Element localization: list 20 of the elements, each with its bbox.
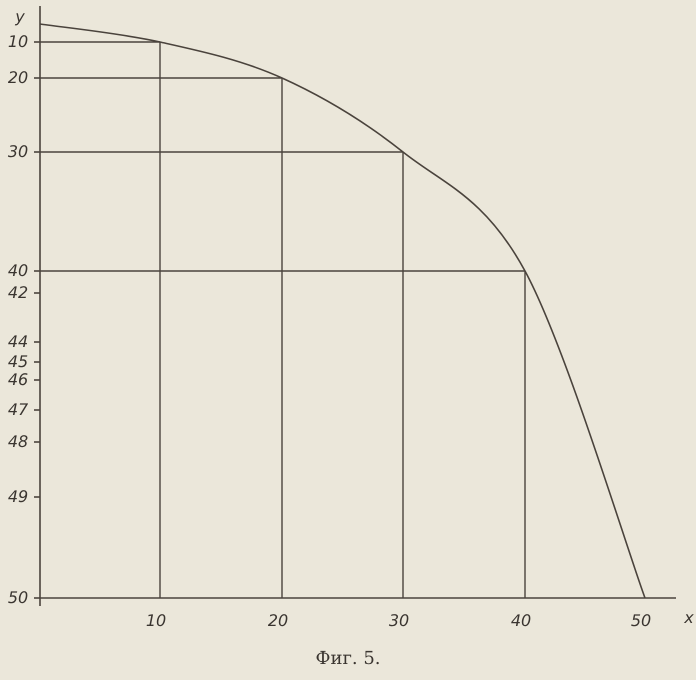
tick-label: 46 <box>8 371 28 389</box>
tick-label: 47 <box>8 401 28 419</box>
tick-label: 10 <box>146 612 166 630</box>
tick-label: 50 <box>630 612 652 630</box>
tick-label: 30 <box>388 612 410 630</box>
tick-label: 42 <box>8 284 28 302</box>
tick-label: 44 <box>8 333 28 351</box>
tick-label: 20 <box>8 69 28 87</box>
tick-label: 40 <box>8 262 28 280</box>
axis-label: y <box>15 8 25 26</box>
tick-label: 48 <box>8 433 28 451</box>
tick-label: 20 <box>268 612 288 630</box>
axis-label: x <box>684 609 694 627</box>
figure-caption: Фиг. 5. <box>316 648 380 669</box>
tick-label: 45 <box>8 353 28 371</box>
tick-label: 10 <box>8 33 28 51</box>
tick-label: 50 <box>8 589 28 607</box>
tick-label: 30 <box>8 143 28 161</box>
tick-label: 40 <box>510 612 532 630</box>
tick-label: 49 <box>8 488 28 506</box>
